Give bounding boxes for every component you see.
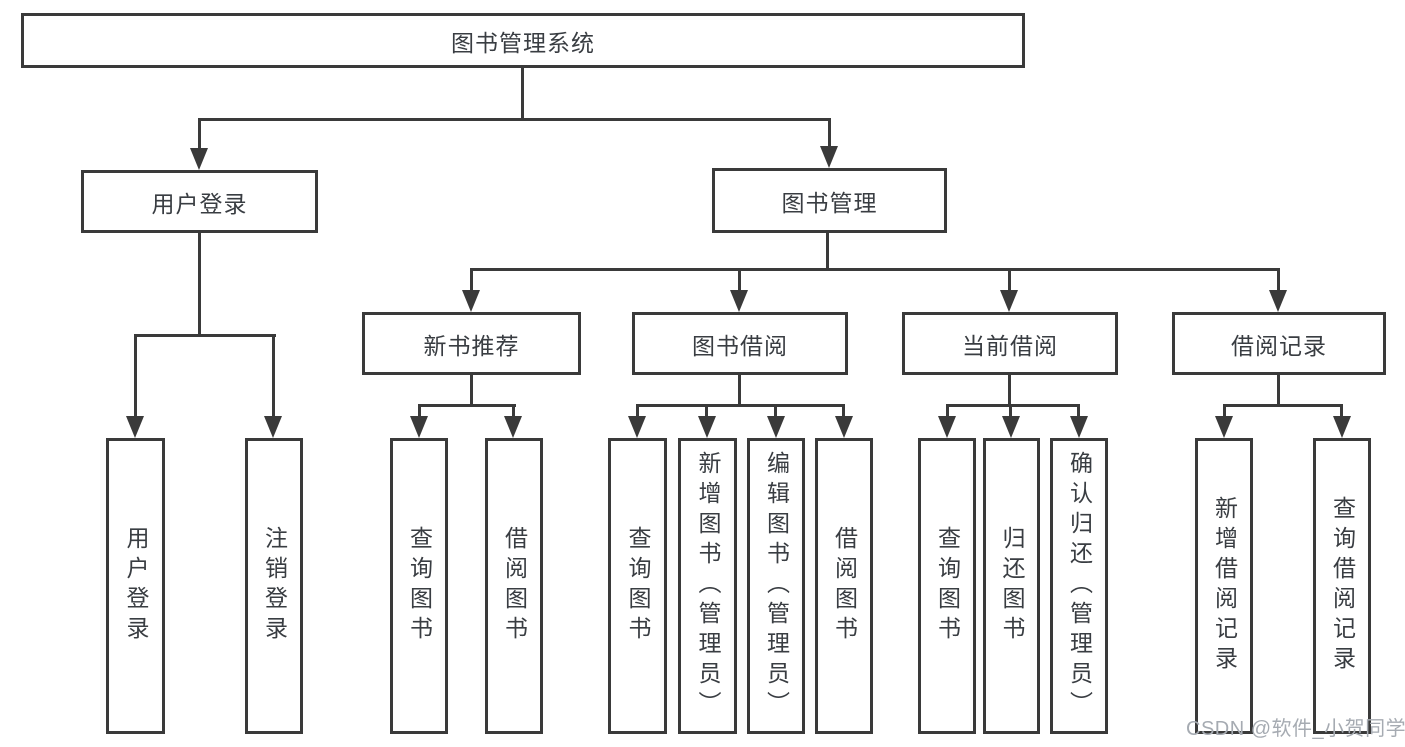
node-leaf-query-books-2: 查询图书: [608, 438, 667, 734]
connector-drop: [705, 404, 708, 418]
connector-drop: [418, 404, 421, 418]
node-leaf-query-books-1: 查询图书: [390, 438, 448, 734]
arrowhead-icon: [730, 290, 748, 312]
arrowhead-icon: [264, 416, 282, 438]
connector-drop: [774, 404, 777, 418]
node-borrow-records: 借阅记录: [1172, 312, 1386, 375]
arrowhead-icon: [1070, 416, 1088, 438]
node-book-management: 图书管理: [712, 168, 947, 233]
connector-drop: [636, 404, 639, 418]
arrowhead-icon: [1215, 416, 1233, 438]
node-book-borrow: 图书借阅: [632, 312, 848, 375]
arrowhead-icon: [1269, 290, 1287, 312]
connector-drop: [470, 268, 473, 292]
arrowhead-icon: [628, 416, 646, 438]
connector-borrow-stem: [738, 375, 741, 407]
connector-records-stem: [1277, 375, 1280, 407]
connector-root-stem: [521, 68, 524, 121]
node-leaf-confirm-return-admin: 确认归还（管理员）: [1050, 438, 1108, 734]
node-leaf-logout: 注销登录: [245, 438, 303, 734]
connector-drop: [1077, 404, 1080, 418]
arrowhead-icon: [1000, 290, 1018, 312]
connector-drop: [1340, 404, 1343, 418]
connector-drop: [1008, 268, 1011, 292]
arrowhead-icon: [835, 416, 853, 438]
node-leaf-borrow-books-1: 借阅图书: [485, 438, 543, 734]
arrowhead-icon: [1333, 416, 1351, 438]
connector-drop: [738, 268, 741, 292]
arrowhead-icon: [190, 148, 208, 170]
arrowhead-icon: [767, 416, 785, 438]
arrowhead-icon: [126, 416, 144, 438]
node-leaf-query-borrow-record: 查询借阅记录: [1313, 438, 1371, 734]
node-leaf-add-books-admin: 新增图书（管理员）: [678, 438, 737, 734]
connector-drop: [512, 404, 515, 418]
connector-drop: [1277, 268, 1280, 292]
arrowhead-icon: [410, 416, 428, 438]
connector-user-login-branch: [134, 334, 276, 337]
connector-drop: [272, 334, 275, 416]
connector-drop: [946, 404, 949, 418]
watermark: CSDN @软件_小贺同学: [1186, 718, 1405, 740]
connector-records-branch: [1223, 404, 1343, 407]
node-leaf-borrow-books-2: 借阅图书: [815, 438, 873, 734]
node-leaf-query-books-3: 查询图书: [918, 438, 976, 734]
connector-drop-user-login: [198, 118, 201, 150]
arrowhead-icon: [504, 416, 522, 438]
node-user-login: 用户登录: [81, 170, 318, 233]
arrowhead-icon: [1002, 416, 1020, 438]
connector-drop-book-mgmt: [828, 118, 831, 150]
connector-user-login-stem: [198, 233, 201, 337]
connector-current-branch: [946, 404, 1080, 407]
node-leaf-add-borrow-record: 新增借阅记录: [1195, 438, 1253, 734]
arrowhead-icon: [698, 416, 716, 438]
node-leaf-return-books: 归还图书: [983, 438, 1040, 734]
connector-borrow-branch: [636, 404, 845, 407]
node-library-management-system: 图书管理系统: [21, 13, 1025, 68]
connector-book-mgmt-branch: [470, 268, 1280, 271]
connector-drop: [1009, 404, 1012, 418]
arrowhead-icon: [938, 416, 956, 438]
node-leaf-user-login: 用户登录: [106, 438, 165, 734]
arrowhead-icon: [462, 290, 480, 312]
connector-current-stem: [1008, 375, 1011, 407]
connector-drop: [842, 404, 845, 418]
node-current-borrow: 当前借阅: [902, 312, 1118, 375]
arrowhead-icon: [820, 146, 838, 168]
connector-drop: [1223, 404, 1226, 418]
connector-root-branch: [198, 118, 831, 121]
node-new-book-recommend: 新书推荐: [362, 312, 581, 375]
connector-drop: [134, 334, 137, 416]
connector-new-book-branch: [418, 404, 516, 407]
connector-book-mgmt-stem: [826, 233, 829, 271]
node-leaf-edit-books-admin: 编辑图书（管理员）: [747, 438, 805, 734]
connector-new-book-stem: [470, 375, 473, 407]
